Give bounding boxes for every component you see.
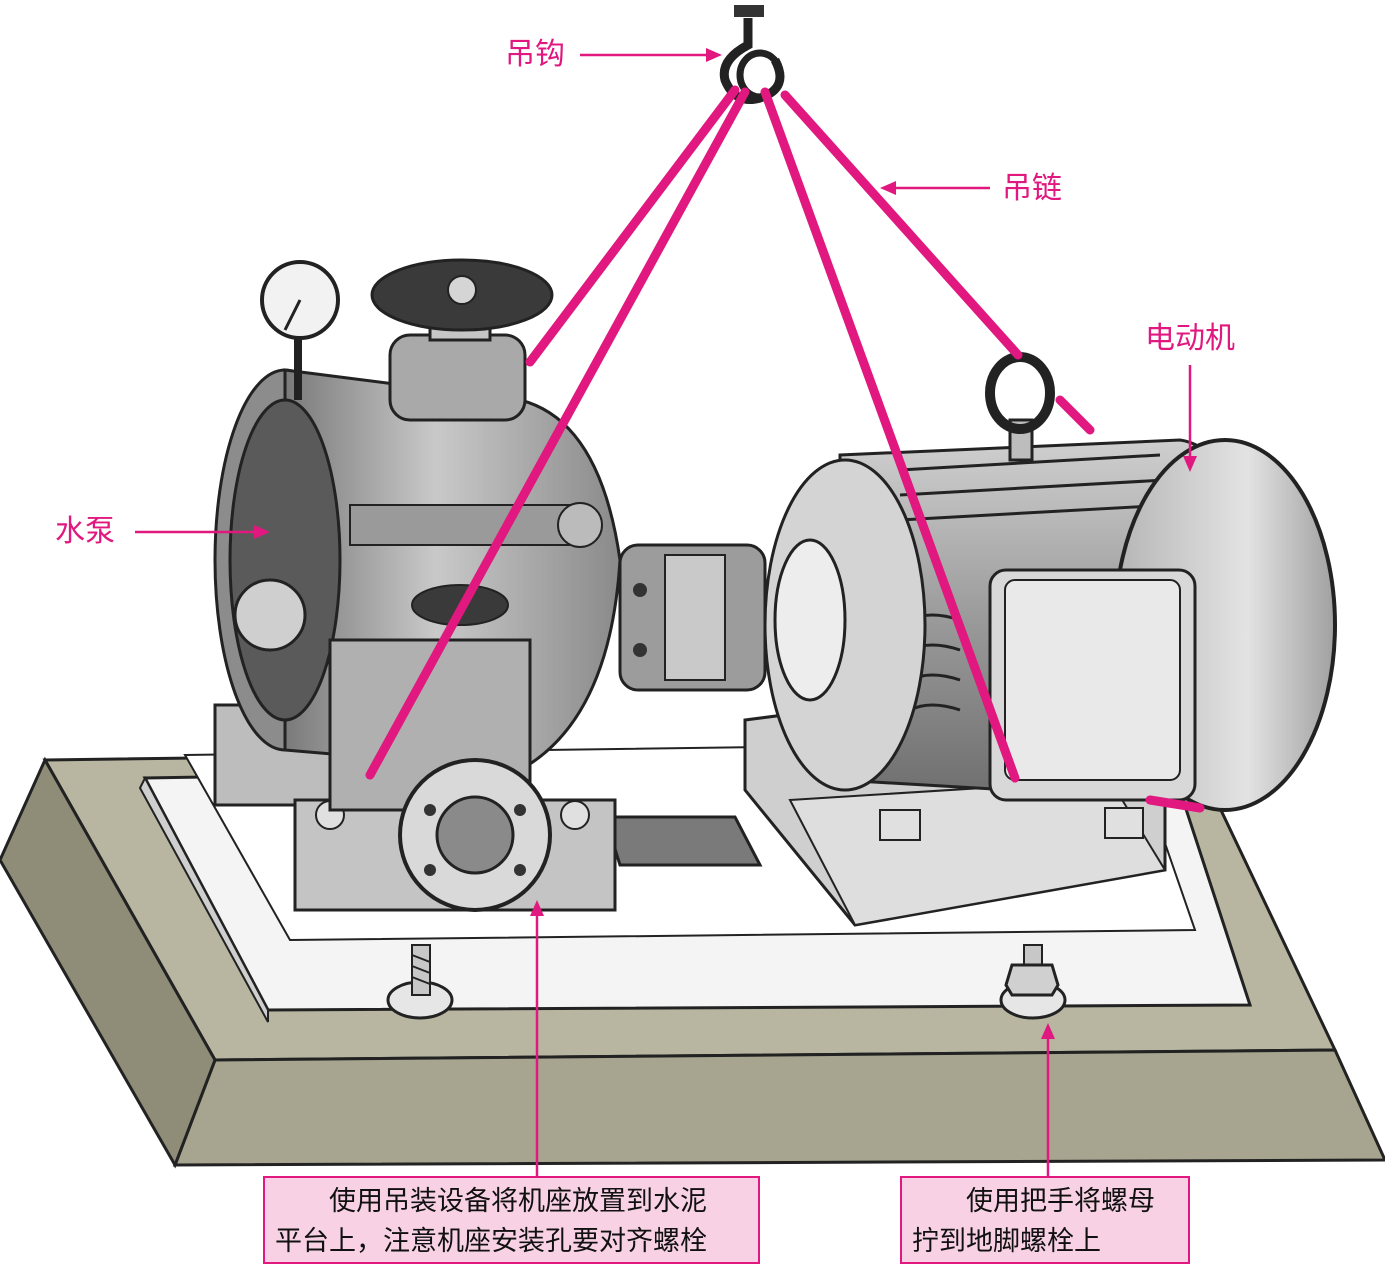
lifting-eye (985, 352, 1055, 462)
bolt-note-line2: 拧到地脚螺栓上 (912, 1226, 1101, 1257)
bolt-tightening-note: 使用把手将螺母 拧到地脚螺栓上 (900, 1176, 1190, 1264)
base-slot (602, 815, 763, 867)
base-placement-note: 使用吊装设备将机座放置到水泥 平台上，注意机座安装孔要对齐螺栓 (263, 1176, 760, 1264)
electric-motor (743, 352, 1337, 927)
leader-lines (135, 48, 1197, 1178)
base-note-line1: 使用吊装设备将机座放置到水泥 (329, 1186, 707, 1217)
lifting-chains (365, 85, 1205, 813)
top-valve (370, 258, 554, 422)
chain-3b (1145, 795, 1205, 813)
base-note-line2: 平台上，注意机座安装孔要对齐螺栓 (275, 1226, 707, 1257)
crane-hook (719, 5, 785, 104)
chain-3 (760, 87, 1020, 783)
concrete-left (0, 756, 217, 1169)
pump-label: 水泵 (55, 514, 115, 549)
chain-label: 吊链 (1002, 171, 1062, 206)
bolt-note-line1: 使用把手将螺母 (966, 1186, 1155, 1217)
chain-4 (780, 90, 1023, 360)
anchor-bolt-right (999, 944, 1067, 1020)
chain-1 (525, 85, 740, 367)
water-pump (213, 258, 622, 912)
concrete-front (172, 1048, 1385, 1167)
anchor-bolt-left (386, 944, 454, 1020)
coupling (618, 543, 767, 692)
discharge-flange (328, 584, 552, 912)
hook-label: 吊钩 (505, 37, 565, 72)
motor-label: 电动机 (1145, 321, 1235, 356)
pressure-gauge (260, 260, 340, 400)
chain-4b (1055, 395, 1095, 435)
chain-2 (365, 87, 750, 780)
